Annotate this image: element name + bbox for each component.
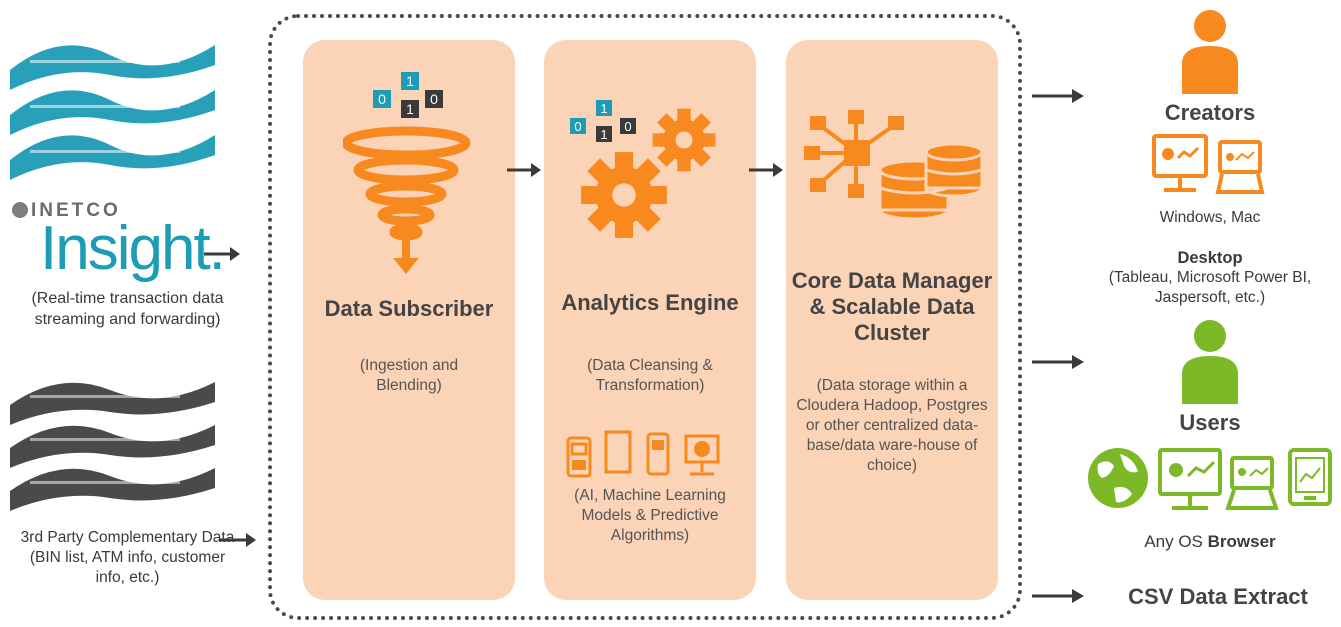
transaction-stream-top-image xyxy=(10,45,215,180)
output-arrow-csv-icon xyxy=(1032,589,1084,603)
bit-2: 0 xyxy=(574,119,581,134)
stage-title: Analytics Engine xyxy=(561,290,739,315)
stage-description: (Data storage within a Cloudera Hadoop, … xyxy=(796,377,988,474)
user-person-icon xyxy=(1182,320,1238,404)
output-arrow-creators-icon xyxy=(1032,89,1084,103)
creators-platforms: Windows, Mac xyxy=(1159,209,1261,226)
third-party-arrow-icon xyxy=(220,533,256,547)
inetco-logo: INETCO xyxy=(12,200,121,222)
inetco-brand-text: INETCO xyxy=(31,200,121,221)
third-party-data-image xyxy=(10,382,215,511)
bit-3: 1 xyxy=(406,101,414,117)
bit-1: 1 xyxy=(406,73,414,89)
stage-data-subscriber: 1 0 1 0 Data Subscriber (Ingestion and B… xyxy=(303,40,515,600)
creator-person-icon xyxy=(1182,10,1238,94)
desktop-tools: (Tableau, Microsoft Power BI, Jaspersoft… xyxy=(1108,269,1312,306)
processing-platform-frame xyxy=(268,14,1022,620)
insight-description: (Real-time transaction data streaming an… xyxy=(31,290,224,328)
data-cluster-icon xyxy=(804,110,984,221)
csv-extract-label: CSV Data Extract xyxy=(1128,584,1308,609)
output-arrow-users-icon xyxy=(1032,355,1084,369)
bit-4: 0 xyxy=(624,119,631,134)
browser-bold: Browser xyxy=(1207,532,1276,551)
stage-core-data-manager: Core Data Manager & Scalable Data Cluste… xyxy=(786,40,998,600)
stage-sub-description: (AI, Machine Learning Models & Predictiv… xyxy=(574,487,726,544)
bit-2: 0 xyxy=(378,91,386,107)
browser-devices-icon xyxy=(1088,448,1332,510)
flow-arrow-icon xyxy=(507,163,541,177)
browser-prefix: Any OS xyxy=(1144,532,1203,551)
stage-description: (Data Cleansing & Transformation) xyxy=(587,357,713,394)
funnel-icon: 1 0 1 0 xyxy=(343,72,471,274)
browser-caption: Any OS Browser xyxy=(1095,532,1325,552)
third-party-description: 3rd Party Complementary Data (BIN list, … xyxy=(20,529,235,586)
insight-arrow-icon xyxy=(204,247,240,261)
desktop-label: Desktop xyxy=(1177,249,1243,267)
devices-icon xyxy=(566,430,720,478)
stage-title: Core Data Manager & Scalable Data Cluste… xyxy=(791,268,993,345)
desktop-computers-icon xyxy=(1152,134,1265,194)
bit-4: 0 xyxy=(430,91,438,107)
inetco-globe-icon xyxy=(12,202,28,218)
users-label: Users xyxy=(1179,410,1241,435)
flow-arrow-icon xyxy=(749,163,783,177)
creators-label: Creators xyxy=(1164,100,1256,125)
stage-title: Data Subscriber xyxy=(324,296,494,321)
bit-1: 1 xyxy=(600,101,607,116)
bit-3: 1 xyxy=(600,127,607,142)
insight-logo: Insight. xyxy=(40,214,226,283)
stage-analytics-engine: 1 0 1 0 Analytics Engine (Data Cleansing… xyxy=(544,40,756,600)
gears-icon: 1 0 1 0 xyxy=(570,100,716,238)
stage-description: (Ingestion and Blending) xyxy=(359,357,459,394)
